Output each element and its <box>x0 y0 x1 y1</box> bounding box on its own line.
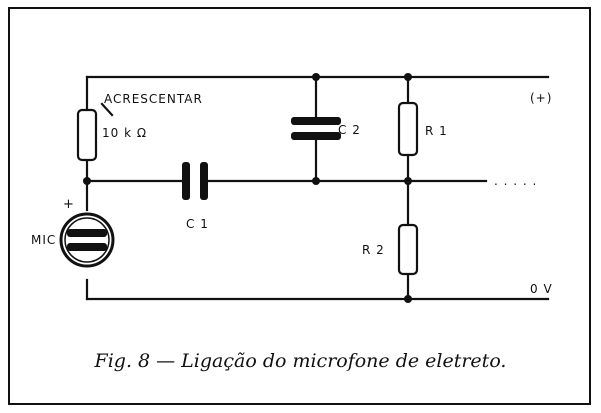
resistor-r1 <box>397 101 419 157</box>
label-c2: C 2 <box>338 123 361 137</box>
label-acrescentar: ACRESCENTAR <box>104 92 203 106</box>
microphone-symbol <box>59 212 115 268</box>
label-mic-polarity: + <box>63 197 74 212</box>
resistor-10k <box>76 108 98 162</box>
label-resistor-value: 10 k Ω <box>102 126 147 140</box>
capacitor-c1 <box>182 162 208 200</box>
label-c1: C 1 <box>186 217 209 231</box>
resistor-r2 <box>397 223 419 276</box>
figure-frame <box>8 7 591 405</box>
figure-caption: Fig. 8 — Ligação do microfone de eletret… <box>94 350 507 372</box>
capacitor-c2 <box>291 117 341 140</box>
wires <box>85 75 550 301</box>
label-r2: R 2 <box>362 243 385 257</box>
acrescentar-leader <box>100 102 114 117</box>
label-output: . . . . . <box>494 174 537 188</box>
label-r1: R 1 <box>425 124 448 138</box>
label-ground: 0 V <box>530 282 553 296</box>
junction-dots <box>83 73 412 303</box>
label-positive: (+) <box>530 91 552 105</box>
label-mic: MIC <box>31 233 56 247</box>
